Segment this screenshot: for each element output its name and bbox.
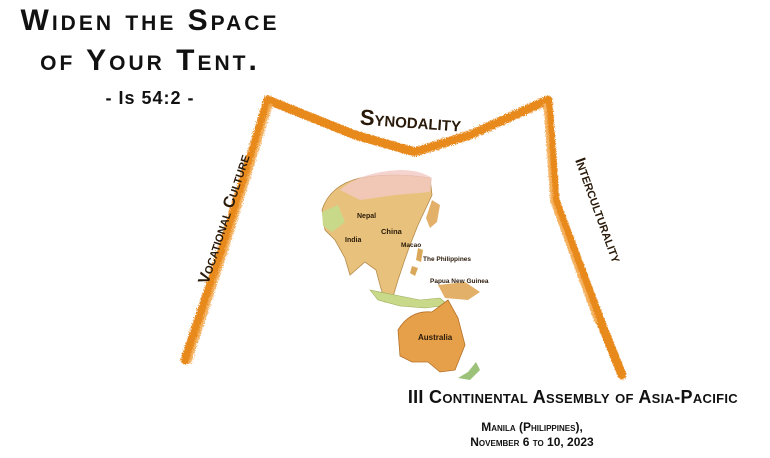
asia-pacific-map xyxy=(321,170,480,380)
map-label-papua-new-guinea: Papua New Guinea xyxy=(430,278,489,285)
map-japan xyxy=(426,200,440,228)
interculturality-label: Interculturality xyxy=(571,156,625,266)
map-new-zealand xyxy=(458,362,480,380)
assembly-title: III Continental Assembly of Asia-Pacific xyxy=(407,387,738,407)
map-indonesia xyxy=(369,289,449,309)
vocational-culture-label: Vocational Culture xyxy=(196,153,254,287)
synodality-label: Synodality xyxy=(359,105,462,137)
map-philippines-islands xyxy=(410,248,423,276)
map-label-nepal: Nepal xyxy=(357,213,376,220)
tent-frame xyxy=(180,95,627,380)
map-label-china: China xyxy=(381,227,403,236)
map-label-india: India xyxy=(345,237,361,244)
map-australia xyxy=(397,299,466,373)
map-png xyxy=(438,282,480,300)
map-label-australia: Australia xyxy=(418,333,453,342)
title-line-2: of Your Tent. xyxy=(40,44,260,77)
scripture-reference: - Is 54:2 - xyxy=(105,88,195,108)
map-label-philippines: The Philippines xyxy=(423,256,471,263)
map-label-macao: Macao xyxy=(401,242,421,249)
title-line-1: Widen the Space xyxy=(20,4,280,37)
map-green-region xyxy=(322,205,345,232)
assembly-location: Manila (Philippines), xyxy=(481,420,583,434)
map-russia xyxy=(340,170,432,200)
assembly-dates: November 6 to 10, 2023 xyxy=(470,435,594,449)
